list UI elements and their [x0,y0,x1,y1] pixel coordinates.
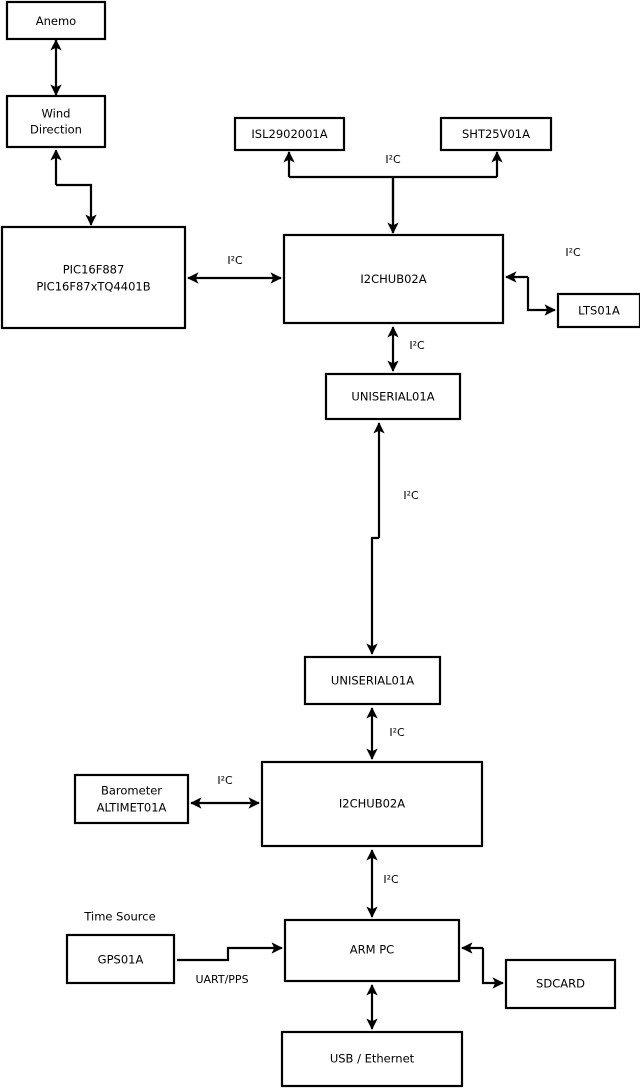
node-sht25v01a[interactable]: SHT25V01A [439,116,553,152]
node-gps01a[interactable]: GPS01A [65,933,176,985]
labels-layer: Time Source I²C I²C I²C I²C I²C I²C I²C … [83,153,581,986]
node-arm-pc[interactable]: ARM PC [283,918,461,983]
node-usb-ethernet[interactable]: USB / Ethernet [280,1030,464,1088]
edge-label-uniserial1-uniserial2: I²C [403,489,419,502]
node-uniserial01a-lower[interactable]: UNISERIAL01A [303,655,442,706]
node-pic-mcu-label2: PIC16F87xTQ4401B [36,280,150,294]
edge-label-pic-hub1: I²C [227,254,243,267]
node-sht25v01a-label: SHT25V01A [462,127,530,141]
edge-label-hub1-uniserial1: I²C [409,339,425,352]
node-wind-direction-label2: Direction [30,123,82,137]
node-i2chub02a-lower-label: I2CHUB02A [339,797,405,811]
node-isl2902001a-label: ISL2902001A [251,127,327,141]
node-i2chub02a-upper[interactable]: I2CHUB02A [282,233,505,325]
node-wind-direction-label: Wind [42,107,71,121]
node-pic-mcu[interactable]: PIC16F887 PIC16F87xTQ4401B [0,225,187,330]
node-barometer-label2: ALTIMET01A [97,801,167,815]
node-isl2902001a[interactable]: ISL2902001A [233,116,346,152]
node-uniserial01a-lower-label: UNISERIAL01A [331,674,414,688]
node-lts01a[interactable]: LTS01A [556,292,640,329]
edge-label-hub1-lts: I²C [565,246,581,259]
node-lts01a-label: LTS01A [578,304,620,318]
node-anemo[interactable]: Anemo [5,0,107,41]
edge-label-hub2-armpc: I²C [383,873,399,886]
node-uniserial01a-upper-label: UNISERIAL01A [351,390,434,404]
node-pic-mcu-label: PIC16F887 [63,263,125,277]
edge-label-gps-armpc: UART/PPS [195,973,248,986]
node-i2chub02a-lower[interactable]: I2CHUB02A [260,760,484,848]
node-barometer-label: Barometer [101,784,162,798]
connections-layer [50,39,556,1030]
connection-hub1-lts-step [526,277,556,316]
edge-label-uniserial2-hub2: I²C [389,726,405,739]
edge-label-barometer-hub2: I²C [217,774,233,787]
node-usb-ethernet-label: USB / Ethernet [330,1052,415,1066]
node-anemo-label: Anemo [36,14,76,28]
edge-label-hub1-sensors: I²C [385,153,401,166]
node-wind-direction[interactable]: Wind Direction [5,94,107,149]
node-uniserial01a-upper[interactable]: UNISERIAL01A [324,372,462,421]
node-gps01a-label: GPS01A [98,953,144,967]
node-arm-pc-label: ARM PC [350,943,394,957]
connection-uniserial1-uniserial2-down [366,536,379,655]
connection-gps-armpc [177,942,283,962]
label-time-source: Time Source [83,910,155,924]
node-sdcard-label: SDCARD [536,977,585,991]
node-i2chub02a-upper-label: I2CHUB02A [360,272,426,286]
node-barometer-altimet01a[interactable]: Barometer ALTIMET01A [73,773,190,825]
connection-armpc-sdcard-step [481,948,504,989]
connection-pic-wind-step [56,183,97,226]
node-sdcard[interactable]: SDCARD [504,958,617,1010]
